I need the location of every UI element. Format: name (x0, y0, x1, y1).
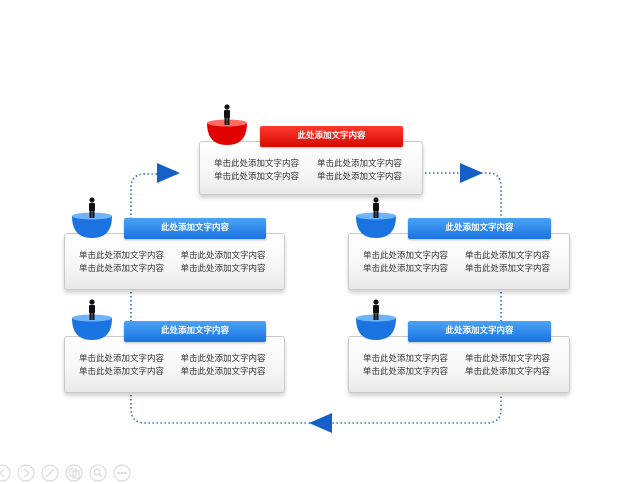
top-card-text: 单击此处添加文字内容 (317, 172, 403, 182)
left-lower-card: 单击此处添加文字内容 单击此处添加文字内容 单击此处添加文字内容 单击此处添加文… (64, 336, 285, 393)
right-upper-card-text: 单击此处添加文字内容 (363, 264, 449, 274)
left-lower-title: 此处添加文字内容 (124, 321, 266, 342)
left-lower-card-body: 单击此处添加文字内容 单击此处添加文字内容 单击此处添加文字内容 单击此处添加文… (79, 353, 274, 378)
arrow-left-icon (309, 413, 332, 433)
left-lower-card-text: 单击此处添加文字内容 (79, 354, 165, 364)
more-icon[interactable] (113, 464, 131, 482)
person-blue-icon (72, 197, 112, 238)
top-card-body: 单击此处添加文字内容 单击此处添加文字内容 单击此处添加文字内容 单击此处添加文… (214, 158, 412, 183)
person-red-icon (207, 104, 247, 145)
right-upper-card-text: 单击此处添加文字内容 (465, 264, 551, 274)
right-upper-card-body: 单击此处添加文字内容 单击此处添加文字内容 单击此处添加文字内容 单击此处添加文… (363, 250, 559, 275)
right-upper-card-text: 单击此处添加文字内容 (363, 251, 449, 261)
zoom-icon[interactable] (89, 464, 107, 482)
top-card-text: 单击此处添加文字内容 (214, 159, 300, 169)
connector-top-right (425, 172, 502, 235)
left-upper-card-text: 单击此处添加文字内容 (180, 251, 266, 261)
left-upper-card: 单击此处添加文字内容 单击此处添加文字内容 单击此处添加文字内容 单击此处添加文… (64, 233, 285, 290)
top-card-text: 单击此处添加文字内容 (317, 159, 403, 169)
right-upper-card: 单击此处添加文字内容 单击此处添加文字内容 单击此处添加文字内容 单击此处添加文… (348, 233, 570, 290)
arrow-right-icon (460, 163, 483, 183)
top-card-text: 单击此处添加文字内容 (214, 172, 300, 182)
right-upper-card-text: 单击此处添加文字内容 (465, 251, 551, 261)
right-lower-card-text: 单击此处添加文字内容 (363, 367, 449, 377)
copy-icon[interactable] (65, 464, 83, 482)
person-blue-icon (356, 299, 396, 340)
connector-bottom (130, 395, 502, 424)
left-upper-card-text: 单击此处添加文字内容 (79, 264, 165, 274)
pen-icon[interactable] (41, 464, 59, 482)
right-lower-card-body: 单击此处添加文字内容 单击此处添加文字内容 单击此处添加文字内容 单击此处添加文… (363, 353, 559, 378)
right-lower-title: 此处添加文字内容 (408, 321, 551, 342)
left-upper-card-text: 单击此处添加文字内容 (79, 251, 165, 261)
right-lower-card-text: 单击此处添加文字内容 (363, 354, 449, 364)
left-lower-card-text: 单击此处添加文字内容 (79, 367, 165, 377)
arrow-right-icon (157, 163, 180, 183)
left-upper-card-text: 单击此处添加文字内容 (180, 264, 266, 274)
left-upper-card-body: 单击此处添加文字内容 单击此处添加文字内容 单击此处添加文字内容 单击此处添加文… (79, 250, 274, 275)
right-upper-title: 此处添加文字内容 (408, 218, 551, 239)
left-lower-card-text: 单击此处添加文字内容 (180, 367, 266, 377)
right-lower-card-text: 单击此处添加文字内容 (465, 367, 551, 377)
person-blue-icon (356, 197, 396, 238)
right-lower-card-text: 单击此处添加文字内容 (465, 354, 551, 364)
left-upper-title: 此处添加文字内容 (124, 218, 266, 239)
person-blue-icon (72, 299, 112, 340)
top-card: 单击此处添加文字内容 单击此处添加文字内容 单击此处添加文字内容 单击此处添加文… (199, 141, 423, 195)
next-icon[interactable] (17, 464, 35, 482)
top-title: 此处添加文字内容 (260, 126, 403, 147)
right-lower-card: 单击此处添加文字内容 单击此处添加文字内容 单击此处添加文字内容 单击此处添加文… (348, 336, 570, 393)
prev-icon[interactable] (0, 464, 11, 482)
left-lower-card-text: 单击此处添加文字内容 (180, 354, 266, 364)
slideshow-toolbar (0, 464, 131, 482)
